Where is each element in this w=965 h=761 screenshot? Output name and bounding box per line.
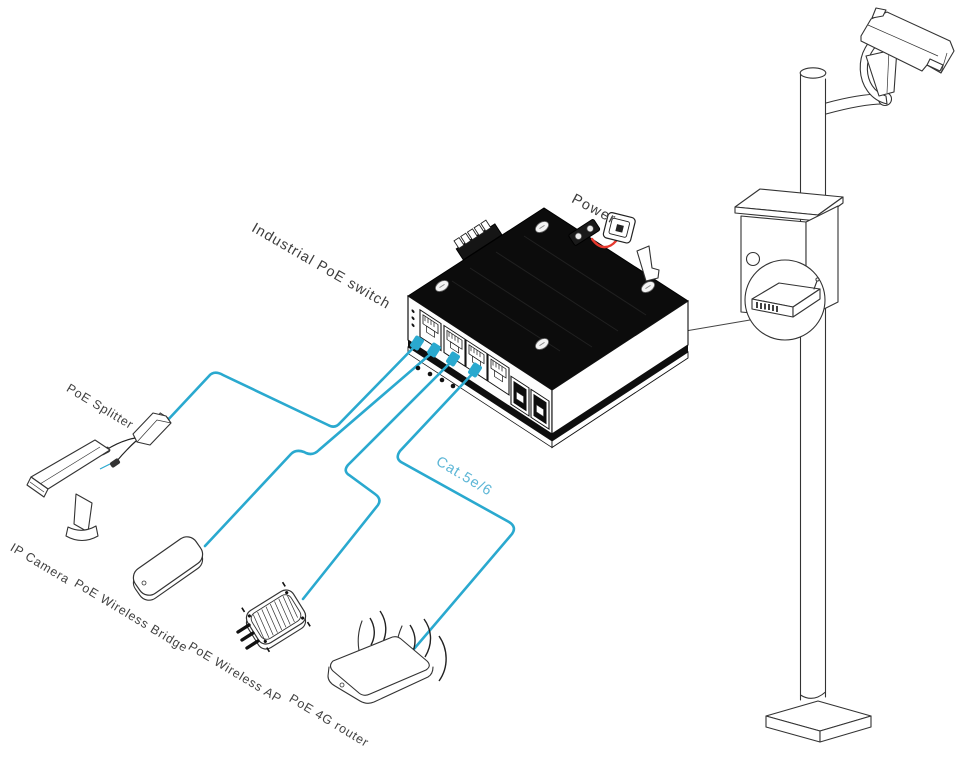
cable-to-splitter xyxy=(163,342,419,428)
led-indicator xyxy=(411,316,415,321)
cable-plug xyxy=(468,362,482,378)
router-4g-device xyxy=(327,610,447,704)
power-terminal xyxy=(568,219,601,246)
rj45-port xyxy=(487,353,510,396)
sfp-port xyxy=(510,375,530,417)
mount-screw xyxy=(435,280,449,292)
pole-base xyxy=(765,700,872,743)
rj45-port xyxy=(465,338,488,382)
wireless-ap-device xyxy=(236,581,311,653)
camera-lens xyxy=(926,58,944,72)
callout-mini-switch xyxy=(751,277,821,318)
cable-to-ap xyxy=(301,358,455,601)
pole-camera xyxy=(825,7,955,115)
mount-screw xyxy=(535,338,549,350)
led-indicator xyxy=(411,309,415,314)
cable-plug xyxy=(427,342,441,358)
ip-camera-device xyxy=(26,439,111,542)
camera-enclosure-box xyxy=(734,188,844,319)
pole xyxy=(799,67,827,701)
poe-switch-side xyxy=(551,299,689,449)
poe-switch-front-ports xyxy=(407,295,553,449)
more-ports-dots xyxy=(415,365,456,389)
cable-plug xyxy=(446,351,460,367)
cable-to-bridge xyxy=(203,349,436,548)
led-indicator xyxy=(411,323,415,328)
cable-to-router xyxy=(396,369,516,665)
ap-connector-stubs xyxy=(236,623,260,650)
industrial-poe-switch xyxy=(407,207,689,449)
cable-plug xyxy=(410,335,424,351)
mount-screw xyxy=(641,281,655,293)
box-hole xyxy=(745,251,761,267)
ethernet-cables xyxy=(163,335,516,665)
mini-switch-antenna xyxy=(815,277,820,282)
power-cable xyxy=(590,237,618,249)
rj45-port xyxy=(419,308,442,352)
terminal-block xyxy=(453,219,503,261)
sfp-port xyxy=(530,388,550,430)
power-outlet-icon xyxy=(602,212,636,244)
wireless-bridge-device xyxy=(132,536,204,601)
din-bracket xyxy=(636,245,660,282)
mount-screw xyxy=(535,221,549,233)
